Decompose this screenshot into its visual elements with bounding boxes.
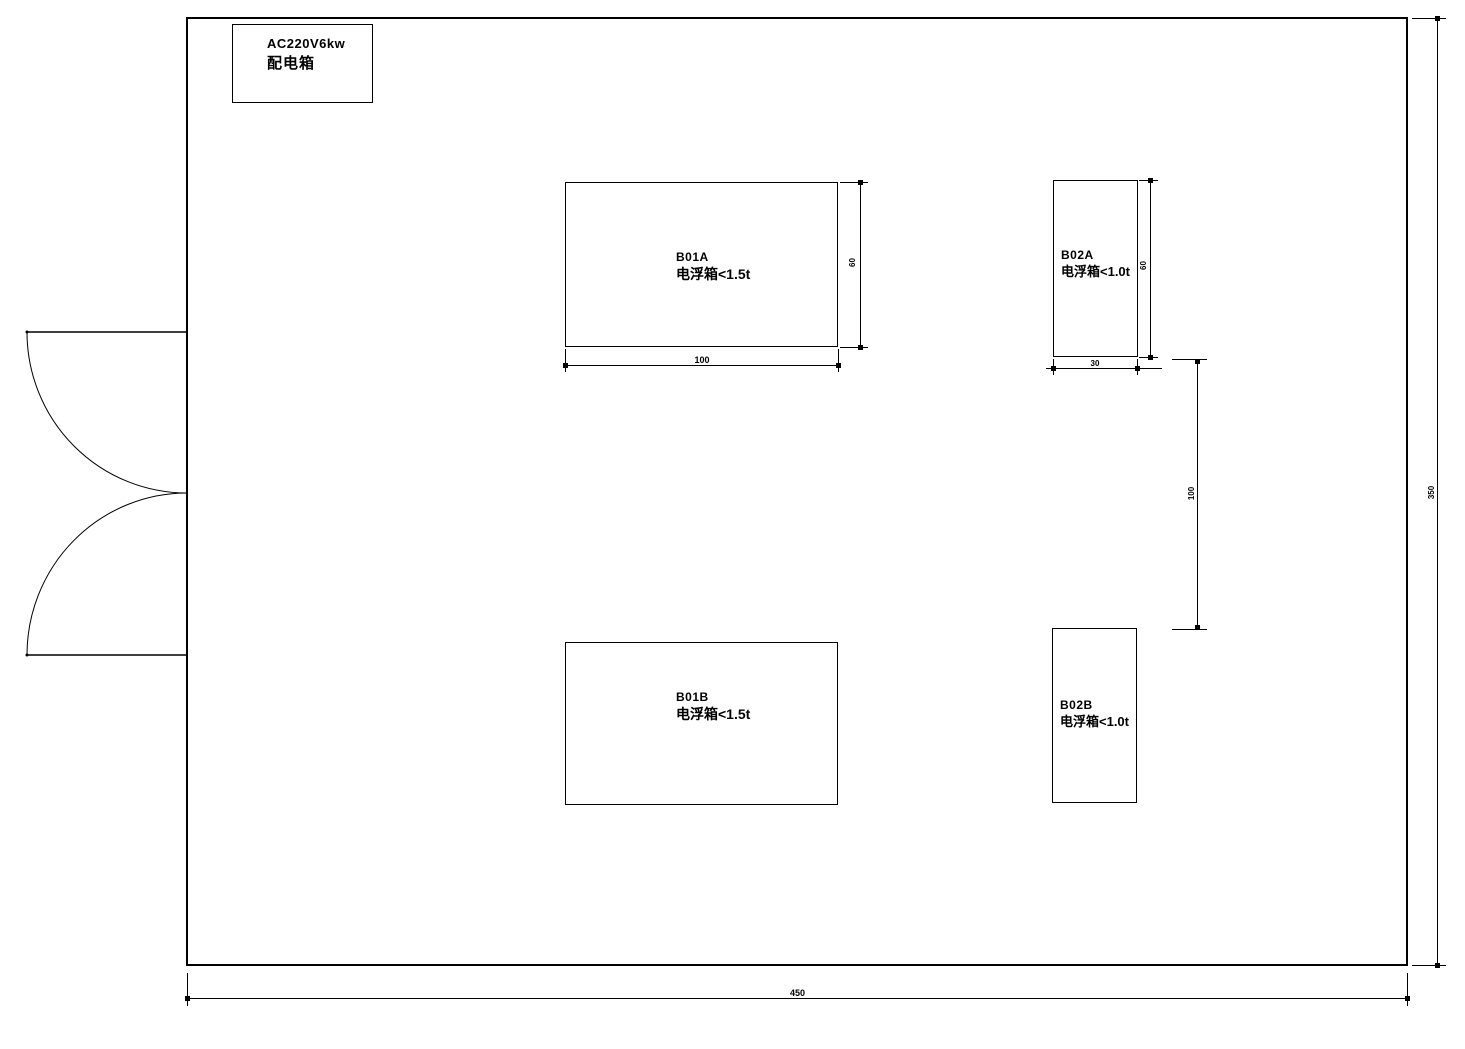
equipment-id-b02a: B02A [1061,248,1094,262]
equipment-spec-b01a: 电浮箱<1.5t [676,266,751,282]
equipment-box-b02a: B02A 电浮箱<1.0t [1053,180,1138,357]
room-outline [186,17,1408,966]
door-swing-arc-bottom [26,492,188,656]
equipment-spec-b02a: 电浮箱<1.0t [1061,264,1130,279]
dim-line [565,365,839,366]
dim-line [1046,368,1162,369]
equipment-box-b02b: B02B 电浮箱<1.0t [1052,628,1137,803]
equipment-box-b01a: B01A 电浮箱<1.5t [565,182,838,347]
dim-extension-line [840,347,868,348]
dim-value-room-height: 350 [1427,485,1437,500]
equipment-spec-b01b: 电浮箱<1.5t [676,706,751,722]
dim-line [1197,359,1198,630]
dim-tick [1148,178,1153,183]
dim-extension-line [840,182,868,183]
dim-line [187,998,1408,999]
equipment-id-b01a: B01A [676,250,709,264]
dim-tick [563,363,568,368]
equipment-label-b01a: B01A 电浮箱<1.5t [676,249,750,284]
equipment-id-b01b: B01B [676,690,709,704]
dim-tick [1435,963,1440,968]
equipment-box-b01b: B01B 电浮箱<1.5t [565,642,838,805]
dim-extension-line [1412,965,1446,966]
dim-tick [185,996,190,1001]
dim-line [1437,18,1438,965]
dim-value-b02a-height: 60 [1138,261,1148,270]
dim-tick [1051,366,1056,371]
dim-tick [1405,996,1410,1001]
dim-tick [836,363,841,368]
dim-value-b02a-b02b-gap: 100 [1187,486,1197,501]
dim-extension-line [187,973,188,1006]
equipment-label-b02a: B02A 电浮箱<1.0t [1061,247,1130,281]
dim-tick [1435,16,1440,21]
dim-extension-line [565,349,566,372]
dim-extension-line [1407,973,1408,1006]
equipment-label-b02b: B02B 电浮箱<1.0t [1060,697,1129,731]
dim-extension-line [1172,629,1207,630]
double-door [25,330,188,657]
dim-extension-line [1412,18,1446,19]
distribution-box-rating: AC220V6kw [267,36,346,51]
equipment-id-b02b: B02B [1060,698,1093,712]
door-swing-arc-top [26,331,188,494]
dim-tick [1135,366,1140,371]
dim-value-room-width: 450 [789,988,806,998]
door-hinge-dot-top [25,330,29,334]
dim-line [860,182,861,347]
dim-tick [1195,625,1200,630]
dim-tick [1195,359,1200,364]
dim-tick [858,345,863,350]
dim-tick [858,180,863,185]
dim-value-b02a-width: 30 [1090,359,1100,368]
dim-value-b01a-width: 100 [694,355,710,365]
equipment-label-b01b: B01B 电浮箱<1.5t [676,689,750,724]
distribution-box-label: 配电箱 [267,55,316,72]
dim-extension-line [1172,359,1207,360]
equipment-spec-b02b: 电浮箱<1.0t [1060,714,1129,729]
door-hinge-dot-bottom [25,653,29,657]
distribution-box: AC220V6kw 配电箱 [232,24,373,103]
dim-tick [1148,355,1153,360]
dim-value-b01a-height: 60 [847,258,857,267]
dim-extension-line [838,349,839,372]
dim-line [1150,180,1151,357]
